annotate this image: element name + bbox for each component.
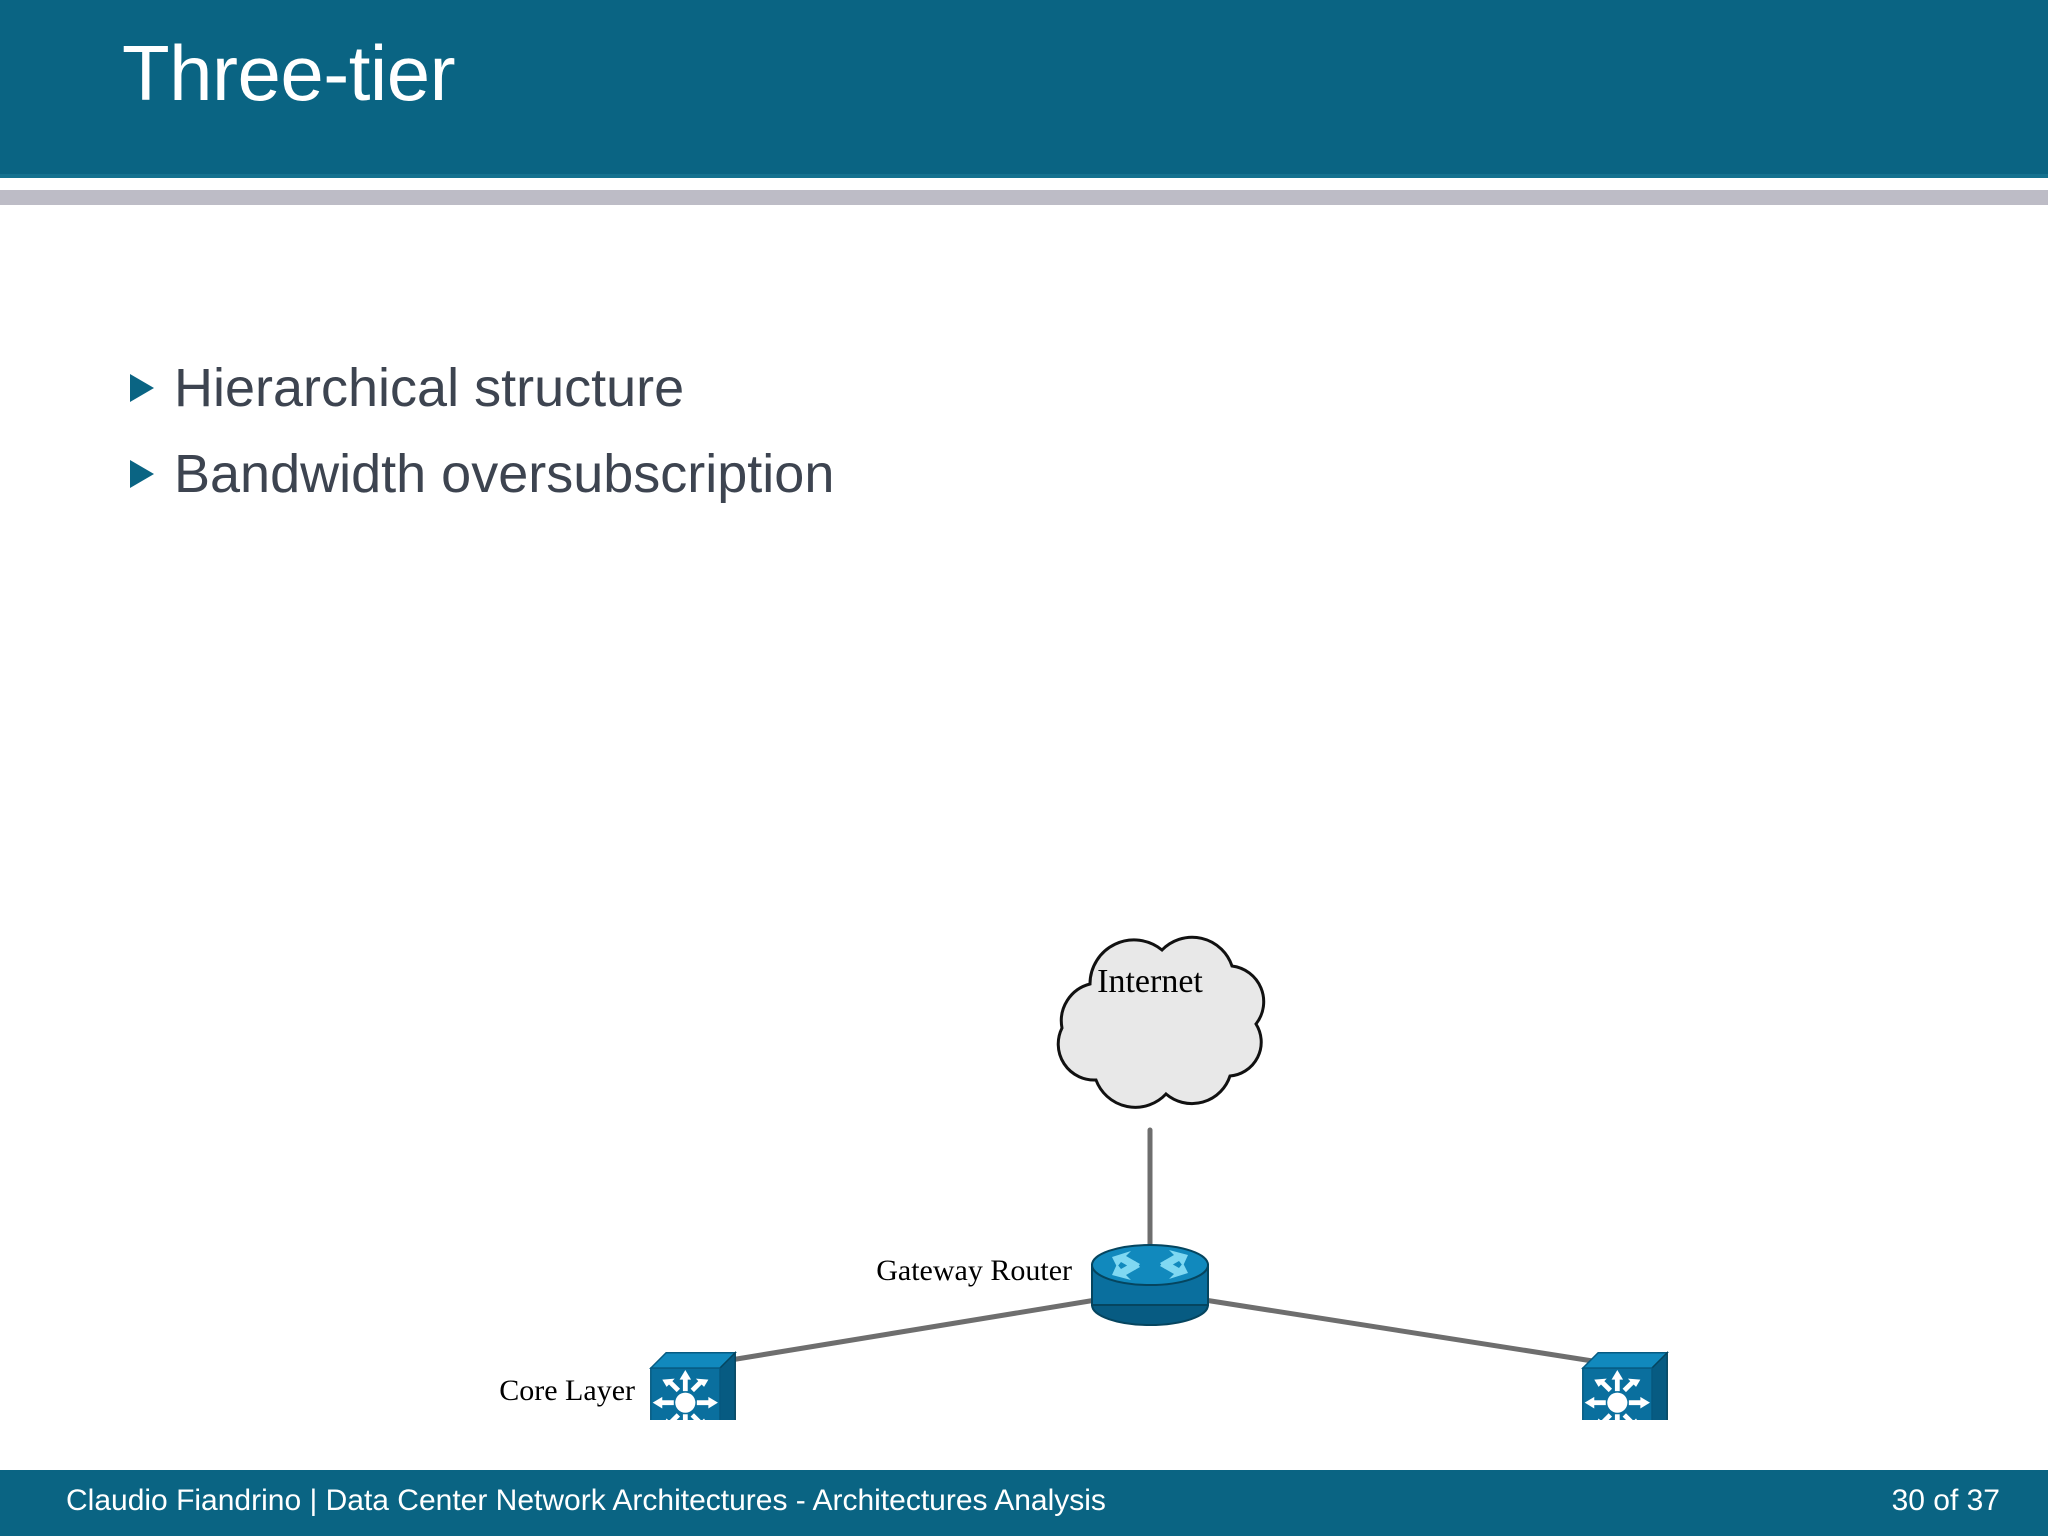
list-item: Hierarchical structure <box>130 345 1530 431</box>
header-gray-band <box>0 190 2048 205</box>
internet-label: Internet <box>1097 963 1203 1000</box>
gateway-router-label: Gateway Router <box>876 1254 1072 1287</box>
footer-author-topic: Claudio Fiandrino | Data Center Network … <box>66 1484 1106 1517</box>
gateway-router-icon <box>1091 1244 1209 1326</box>
network-topology-diagram: Internet Gateway Router Core Layer <box>0 520 2048 1420</box>
slide-header-bar <box>0 0 2048 174</box>
slide-footer-bar <box>0 1470 2048 1536</box>
link-gateway-core2 <box>1189 1295 1621 1368</box>
bullet-list: Hierarchical structure Bandwidth oversub… <box>130 345 1530 517</box>
triangle-bullet-icon <box>130 374 174 402</box>
page-number: 30 of 37 <box>1891 1484 2000 1517</box>
list-item: Bandwidth oversubscription <box>130 431 1530 517</box>
bullet-label: Hierarchical structure <box>174 358 685 418</box>
header-white-gap <box>0 178 2048 190</box>
core-switch-2 <box>1582 1352 1668 1420</box>
internet-cloud-icon <box>1056 935 1266 1109</box>
bullet-label: Bandwidth oversubscription <box>174 444 835 504</box>
triangle-bullet-icon <box>130 460 174 488</box>
core-switch-1 <box>650 1352 736 1420</box>
link-gateway-core1 <box>697 1295 1111 1368</box>
page-title: Three-tier <box>122 29 456 117</box>
core-layer-label: Core Layer <box>499 1374 635 1407</box>
header-underline <box>0 174 2048 178</box>
topology-links <box>697 1127 1621 1368</box>
